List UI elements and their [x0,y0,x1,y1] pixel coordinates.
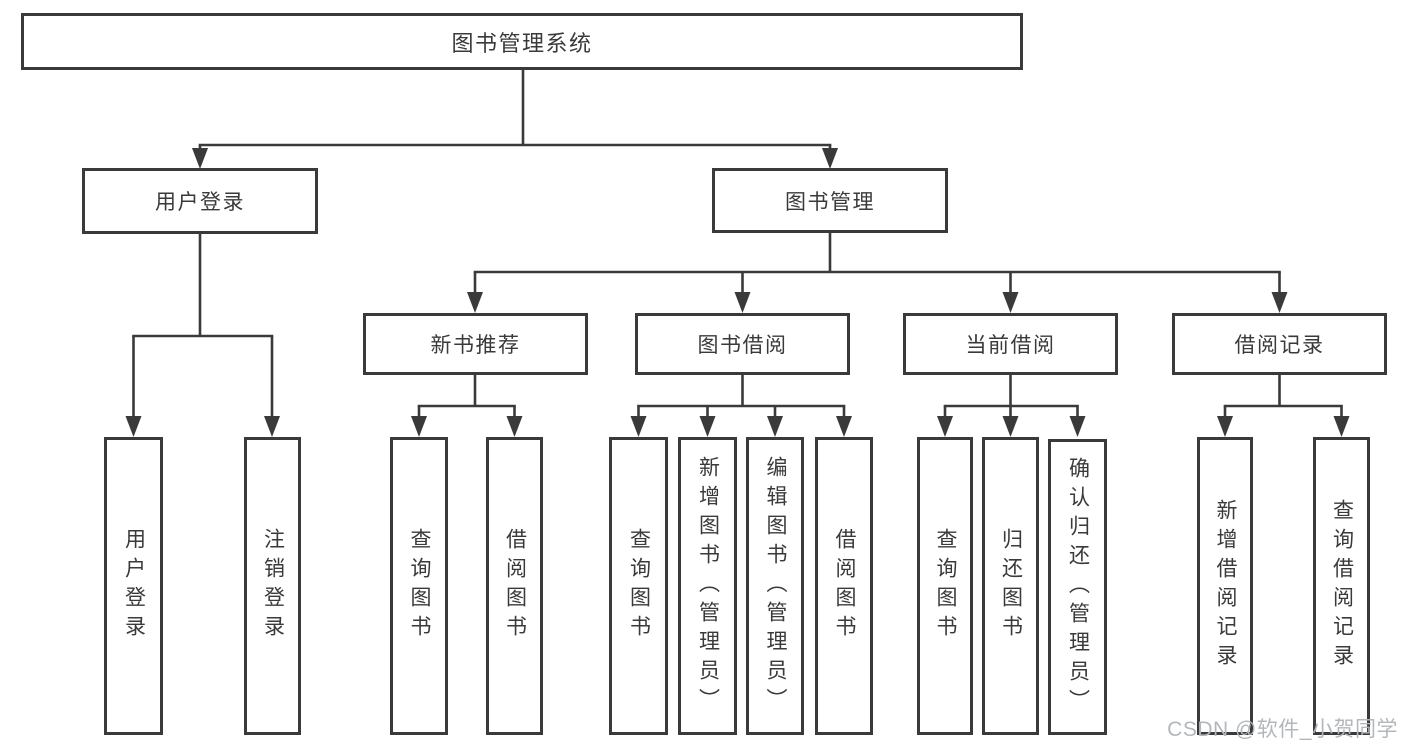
node-group-new-book-recommend: 新书推荐 [363,313,588,375]
leaf-query-borrow-record: 查询借阅记录 [1313,437,1370,735]
leaf-borrow-books-recommend: 借阅图书 [486,437,543,735]
leaf-add-borrow-record: 新增借阅记录 [1197,437,1253,735]
connectors-book-management-branch [467,232,1288,313]
node-group-current-borrow: 当前借阅 [903,313,1118,375]
leaf-add-book-admin: 新增图书（管理员） [678,437,737,735]
node-root: 图书管理系统 [21,13,1023,70]
leaf-borrow-books: 借阅图书 [815,437,873,735]
leaf-query-books-current: 查询图书 [917,437,973,735]
connectors-borrow-records [1217,374,1350,437]
node-group-book-borrow: 图书借阅 [635,313,850,375]
leaf-query-books-recommend: 查询图书 [390,437,448,735]
leaf-query-books-borrow: 查询图书 [609,437,668,735]
connectors-current-borrow [937,374,1086,437]
connectors-new-book-recommend [411,374,523,437]
leaf-edit-book-admin: 编辑图书（管理员） [746,437,804,735]
leaf-logout: 注销登录 [244,437,301,735]
node-group-borrow-records: 借阅记录 [1172,313,1387,375]
leaf-return-book: 归还图书 [982,437,1039,735]
leaf-confirm-return-admin: 确认归还（管理员） [1048,439,1107,735]
connectors-book-borrow [630,374,852,437]
node-user-login: 用户登录 [82,168,318,234]
watermark: CSDN @软件_小贺同学 [1167,718,1398,741]
leaf-user-login: 用户登录 [104,437,163,735]
connectors-user-login-branch [125,234,280,437]
node-book-management: 图书管理 [712,168,948,233]
connectors-root [192,68,838,169]
